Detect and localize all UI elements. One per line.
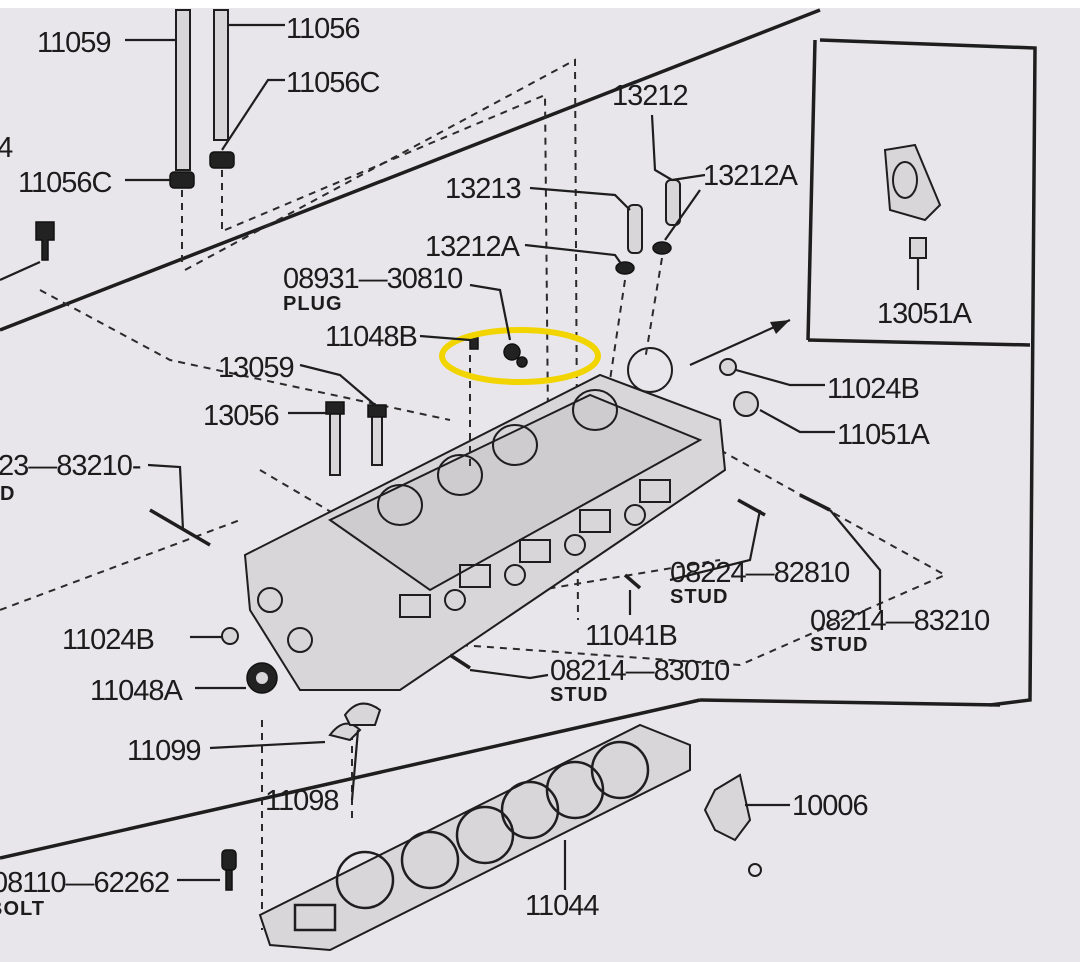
label-11041b: 11041B — [585, 620, 677, 652]
label-cut-stud: D — [0, 483, 15, 505]
label-08214-83210: 08214—83210 — [810, 605, 989, 637]
label-08110-62262: 08110—62262 — [0, 867, 169, 899]
label-11056c-left: 11056C — [18, 167, 111, 199]
label-13212a-left: 13212A — [425, 231, 521, 263]
label-11024b-left: 11024B — [62, 624, 154, 656]
label-13059: 13059 — [218, 352, 294, 384]
label-13212a-right: 13212A — [703, 160, 799, 192]
label-11098: 11098 — [265, 785, 339, 817]
valve-stem-parts — [609, 179, 681, 381]
frame-lines — [0, 8, 1037, 930]
label-08224-82810: 08224—82810 — [670, 557, 849, 589]
label-08214-83010: 08214—83010 — [550, 655, 729, 687]
label-13056: 13056 — [203, 400, 279, 432]
label-stud-2: STUD — [810, 634, 868, 656]
label-cut-83210: 23—83210- — [0, 450, 141, 482]
label-08931-30810: 08931—30810 — [283, 263, 462, 295]
label-cut-54: 54 — [0, 132, 13, 164]
label-10006: 10006 — [792, 790, 868, 822]
cylinder-head — [149, 318, 831, 691]
misc-parts — [221, 627, 762, 891]
label-11044: 11044 — [525, 890, 599, 922]
label-11048a: 11048A — [90, 675, 183, 707]
label-13212: 13212 — [612, 80, 688, 112]
label-bolt: BOLT — [0, 898, 45, 920]
label-stud-1: STUD — [670, 586, 728, 608]
label-11024b-right: 11024B — [827, 373, 919, 405]
part-labels: 11059 11056 11056C 54 11056C 13212 13213… — [0, 13, 990, 922]
label-11099: 11099 — [127, 735, 201, 767]
leader-lines — [125, 23, 882, 890]
label-13213: 13213 — [445, 173, 521, 205]
highlight-circle — [439, 327, 601, 385]
label-11051a: 11051A — [837, 419, 930, 451]
label-plug: PLUG — [283, 293, 343, 315]
label-11048b: 11048B — [325, 321, 417, 353]
label-11056: 11056 — [286, 13, 360, 45]
head-gasket — [258, 723, 691, 952]
inset-part — [883, 143, 942, 290]
head-bolts — [0, 9, 235, 282]
label-stud-3: STUD — [550, 684, 608, 706]
label-11056c-top: 11056C — [286, 67, 379, 99]
label-13051a: 13051A — [877, 298, 973, 330]
label-11059: 11059 — [37, 27, 111, 59]
